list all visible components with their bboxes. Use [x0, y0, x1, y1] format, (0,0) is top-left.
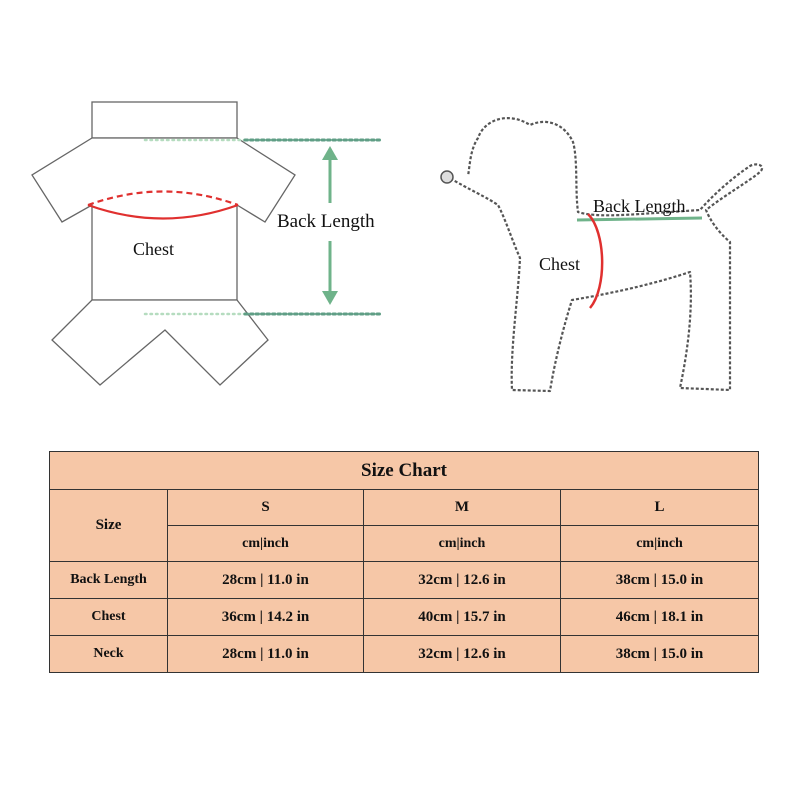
shirt-back-length-arrow	[322, 146, 338, 305]
dog-chain-tag	[440, 170, 454, 184]
dog-chest-line	[587, 213, 604, 309]
row-label-chest: Chest	[49, 598, 168, 636]
dog-back-length-label: Back Length	[593, 196, 685, 216]
table-row-back-length: Back Length 28cm | 11.0 in 32cm | 12.6 i…	[49, 561, 760, 599]
size-header: Size	[49, 489, 168, 562]
shirt-diagram: Back Length Chest	[31, 101, 382, 386]
row-label-neck: Neck	[49, 635, 168, 673]
cell-chest-l: 46cm | 18.1 in	[559, 598, 760, 636]
dog-back-length-line	[576, 216, 703, 222]
size-chart-table: Size Chart Size S M L cm|inch cm|inch cm…	[48, 451, 760, 673]
dog-chain-outline	[445, 117, 764, 393]
unit-label-m: cm|inch	[363, 525, 561, 562]
row-label-back-length: Back Length	[49, 561, 168, 599]
cell-neck-l: 38cm | 15.0 in	[559, 635, 760, 673]
shirt-chest-line	[87, 190, 239, 220]
shirt-back-length-label: Back Length	[277, 211, 375, 232]
unit-label-l: cm|inch	[559, 525, 760, 562]
unit-label-s: cm|inch	[167, 525, 364, 562]
cell-back-length-l: 38cm | 15.0 in	[559, 561, 760, 599]
cell-back-length-m: 32cm | 12.6 in	[363, 561, 561, 599]
shirt-back-length-dotted-lines	[143, 138, 382, 316]
size-m-header: M	[363, 489, 561, 526]
size-l-header: L	[559, 489, 760, 526]
measurement-diagrams: Back Length Chest Back Length Chest	[31, 101, 764, 393]
cell-back-length-s: 28cm | 11.0 in	[167, 561, 364, 599]
cell-neck-s: 28cm | 11.0 in	[167, 635, 364, 673]
cell-chest-m: 40cm | 15.7 in	[363, 598, 561, 636]
size-s-header: S	[167, 489, 364, 526]
table-row-neck: Neck 28cm | 11.0 in 32cm | 12.6 in 38cm …	[49, 635, 760, 673]
dog-diagram: Back Length Chest	[440, 117, 764, 393]
cell-chest-s: 36cm | 14.2 in	[167, 598, 364, 636]
table-title: Size Chart	[48, 451, 760, 490]
shirt-chest-label: Chest	[133, 239, 174, 259]
dog-chest-label: Chest	[539, 254, 580, 274]
table-row-chest: Chest 36cm | 14.2 in 40cm | 15.7 in 46cm…	[49, 598, 760, 636]
cell-neck-m: 32cm | 12.6 in	[363, 635, 561, 673]
